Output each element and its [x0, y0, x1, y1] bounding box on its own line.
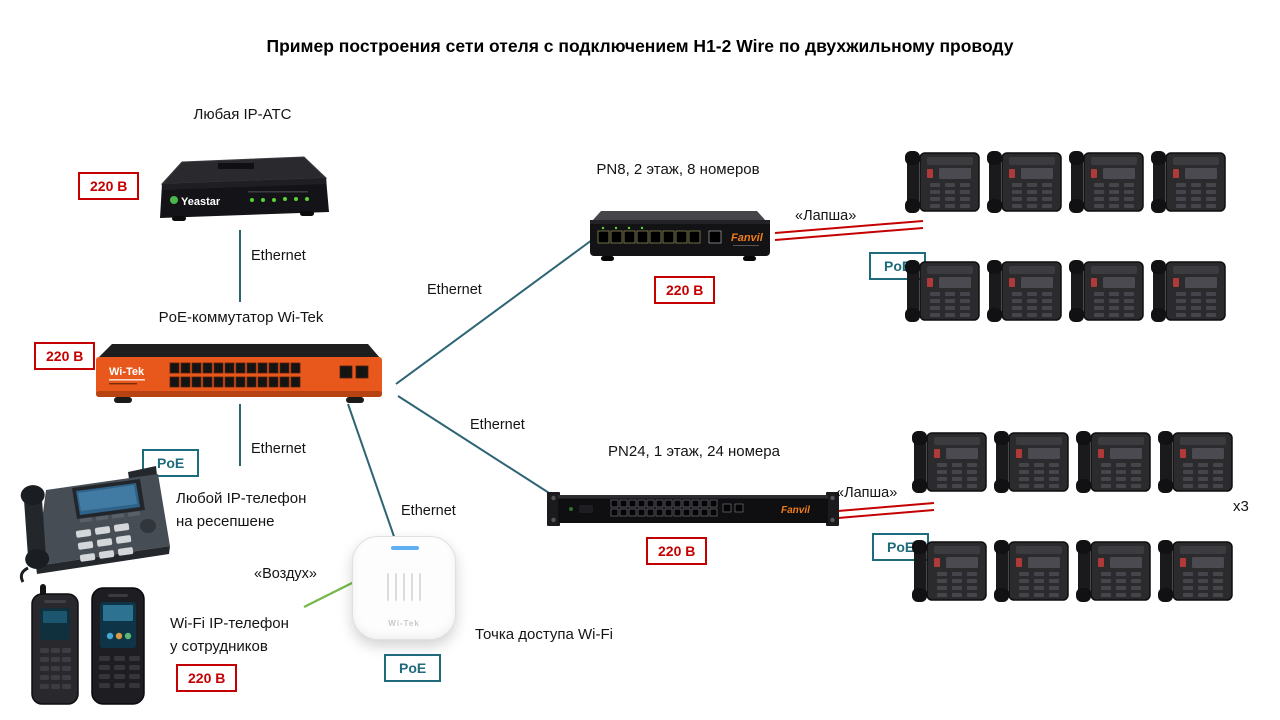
hotel-phone-icon [1076, 540, 1151, 602]
hotel-phone-icon [1076, 431, 1151, 493]
hotel-phone-icon [1151, 151, 1226, 213]
hotel-phone-icon [994, 540, 1069, 602]
lapsha-pn8-line-2 [774, 227, 924, 241]
core-switch-ports [169, 362, 369, 388]
reception-phone-device [19, 466, 170, 583]
pn8-label: PN8, 2 этаж, 8 номеров [596, 161, 760, 178]
reception-phone-label-line2: на ресепшене [176, 513, 275, 530]
pn8-device: Fanvil [590, 211, 770, 261]
core-switch-brand-text: Wi-Tek [109, 366, 145, 378]
lapsha-label-pn8: «Лапша» [795, 208, 857, 224]
ethernet-label-4: Ethernet [251, 441, 306, 457]
access-point-device: Wi-Tek [352, 536, 456, 640]
pn8-ports [597, 230, 722, 244]
diagram-title: Пример построения сети отеля с подключен… [266, 36, 1014, 56]
hotel-phone-icon [1151, 260, 1226, 322]
hotel-ip-phone [1076, 430, 1152, 499]
pn24-label: PN24, 1 этаж, 24 номера [608, 443, 780, 460]
lapsha-label-pn24: «Лапша» [836, 485, 898, 501]
multiplier-x3: x3 [1233, 498, 1249, 515]
ipbx-led-row [250, 197, 309, 202]
hotel-ip-phone [1158, 539, 1234, 608]
hotel-ip-phone [1151, 259, 1227, 328]
ethernet-label-2: Ethernet [427, 282, 482, 298]
air-link-line [303, 579, 359, 608]
hotel-ip-phone [912, 430, 988, 499]
wire-switch-to-pn24 [397, 395, 561, 501]
hotel-phone-icon [1158, 540, 1233, 602]
reception-phone-label-line1: Любой IP-телефон [176, 490, 307, 507]
ethernet-label-5: Ethernet [401, 503, 456, 519]
hotel-phone-icon [994, 431, 1069, 493]
hotel-ip-phone [994, 430, 1070, 499]
pn24-device: Fanvil [547, 492, 839, 526]
wifi-phone-device [31, 584, 145, 705]
hotel-phone-icon [1158, 431, 1233, 493]
hotel-ip-phone [905, 150, 981, 219]
wifi-phone-label-line1: Wi-Fi IP-телефон [170, 615, 289, 632]
reception-phone-handset [20, 485, 50, 570]
ipbx-brand-text: Yeastar [181, 196, 221, 208]
hotel-ip-phone [1151, 150, 1227, 219]
hotel-phone-icon [905, 151, 980, 213]
hotel-ip-phone [1069, 259, 1145, 328]
power-badge-wifi-phone: 220 В [176, 664, 238, 692]
ap-led-indicator [391, 546, 419, 550]
hotel-ip-phone [905, 259, 981, 328]
ethernet-label-3: Ethernet [470, 417, 525, 433]
air-label: «Воздух» [254, 566, 317, 582]
hotel-ip-phone [1158, 430, 1234, 499]
yeastar-logo-icon [170, 196, 178, 204]
core-switch-label: PoE-коммутатор Wi-Tek [158, 309, 324, 326]
hotel-ip-phone [987, 150, 1063, 219]
hotel-ip-phone [912, 539, 988, 608]
ipbx-device: Yeastar [160, 156, 329, 221]
poe-badge-ap: PoE [384, 654, 442, 682]
power-badge-ipbx: 220 В [78, 172, 140, 200]
power-badge-pn8: 220 В [654, 276, 716, 304]
hotel-phone-icon [905, 260, 980, 322]
access-point-label: Точка доступа Wi-Fi [475, 626, 613, 643]
hotel-ip-phone [1076, 539, 1152, 608]
hotel-phone-icon [912, 431, 987, 493]
lapsha-pn24-line-1 [837, 502, 935, 512]
hotel-ip-phone [994, 539, 1070, 608]
hotel-ip-phone [1069, 150, 1145, 219]
hotel-phone-icon [987, 260, 1062, 322]
ap-brand-text: Wi-Tek [388, 619, 420, 628]
hotel-phone-icon [1069, 151, 1144, 213]
ipbx-label: Любая IP-АТС [193, 106, 292, 123]
core-switch-device: Wi-Tek [96, 344, 382, 403]
pn24-ports [610, 499, 744, 517]
phone-group-floor1 [912, 430, 1234, 608]
poe-badge-pn24: PoE [872, 533, 930, 561]
pn24-brand-text: Fanvil [781, 505, 810, 516]
ap-vents [387, 573, 421, 601]
wire-switch-to-ap [347, 403, 399, 549]
hotel-phone-icon [987, 151, 1062, 213]
wifi-phone-label: Wi-Fi IP-телефон у сотрудников [170, 612, 289, 658]
reception-phone-keypad [75, 523, 134, 562]
power-badge-pn24: 220 В [646, 537, 708, 565]
wire-switch-to-pn8 [395, 239, 593, 385]
lapsha-pn8-line-1 [774, 220, 924, 234]
hotel-phone-icon [912, 540, 987, 602]
lapsha-pn24-line-2 [837, 509, 935, 519]
hotel-phone-icon [1069, 260, 1144, 322]
ethernet-label-1: Ethernet [251, 248, 306, 264]
reception-phone-label: Любой IP-телефон на ресепшене [176, 487, 306, 533]
hotel-ip-phone [987, 259, 1063, 328]
phone-group-floor2 [905, 150, 1227, 328]
power-badge-core-switch: 220 В [34, 342, 96, 370]
wifi-phone-label-line2: у сотрудников [170, 638, 268, 655]
pn8-brand-text: Fanvil [731, 232, 764, 244]
